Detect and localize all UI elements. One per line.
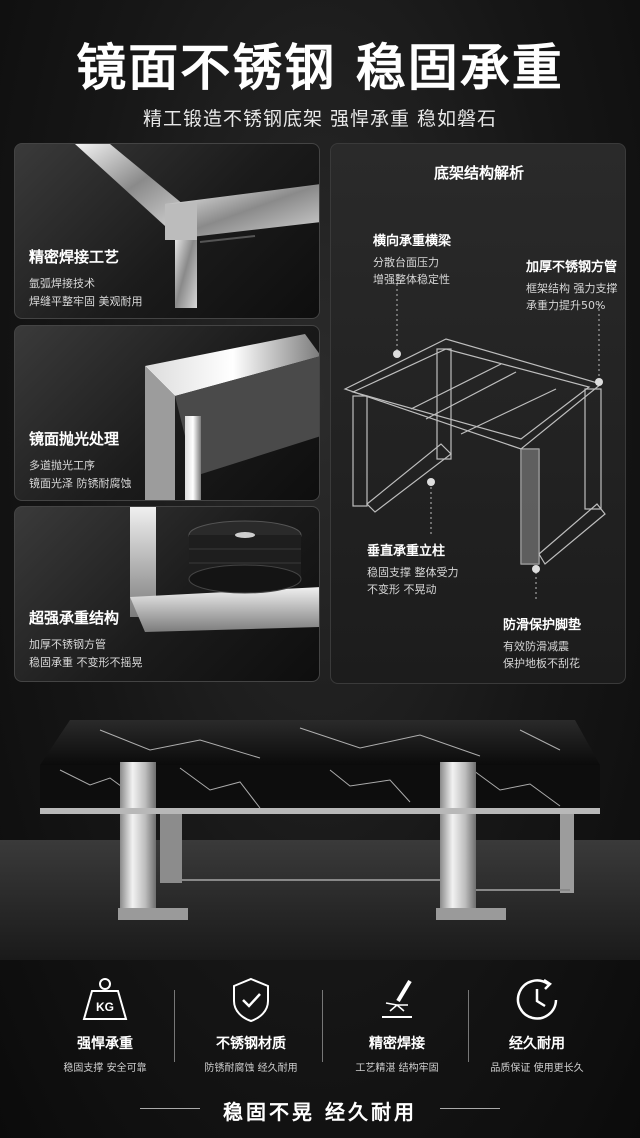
panel-line: 镜面光泽 防锈耐腐蚀	[29, 477, 132, 490]
feature-row: KG 强悍承重 稳固支撑 安全可靠 不锈钢材质 防锈耐腐蚀 经久耐用 精密焊接 …	[0, 975, 640, 1085]
feature-divider	[174, 990, 175, 1062]
panel-line: 多道抛光工序	[29, 459, 95, 472]
marble-table-photo	[0, 720, 640, 960]
callout-line: 保护地板不刮花	[503, 657, 580, 670]
callout-line: 增强整体稳定性	[373, 273, 450, 286]
feature-divider	[468, 990, 469, 1062]
panel-title: 精密焊接工艺	[29, 248, 120, 266]
frame-wireframe	[343, 274, 606, 599]
feature-desc: 稳固支撑 安全可靠	[63, 1063, 147, 1074]
feature-title: 不锈钢材质	[216, 1036, 286, 1052]
frame-structure-diagram: 底架结构解析	[330, 143, 626, 684]
page-subtitle: 精工锻造不锈钢底架 强悍承重 稳如磐石	[142, 108, 498, 130]
panel-line: 加厚不锈钢方管	[29, 638, 106, 651]
welding-torch-icon	[382, 979, 412, 1018]
weight-kg-icon: KG	[82, 978, 128, 1020]
feature-load: KG 强悍承重 稳固支撑 安全可靠	[30, 975, 180, 1074]
page-title: 镜面不锈钢 稳固承重	[76, 39, 564, 97]
feature-title: 经久耐用	[509, 1036, 565, 1052]
feature-welding: 精密焊接 工艺精湛 结构牢固	[322, 975, 472, 1074]
footer-line-left	[140, 1108, 200, 1109]
callout-title: 加厚不锈钢方管	[526, 260, 618, 275]
panel-line: 氩弧焊接技术	[29, 277, 95, 290]
panel-title: 超强承重结构	[29, 609, 120, 627]
weight-kg-label: KG	[96, 1000, 114, 1014]
callout-vertical-post: 垂直承重立柱 稳固支撑 整体受力 不变形 不晃动	[367, 540, 459, 598]
clock-icon	[516, 978, 558, 1020]
feature-durable: 经久耐用 品质保证 使用更长久	[462, 975, 612, 1074]
panel-title: 镜面抛光处理	[29, 430, 120, 448]
callout-foot-pad: 防滑保护脚垫 有效防滑减震 保护地板不刮花	[503, 614, 581, 672]
feature-stainless: 不锈钢材质 防锈耐腐蚀 经久耐用	[176, 975, 326, 1074]
callout-line: 稳固支撑 整体受力	[367, 566, 459, 579]
callout-title: 横向承重横梁	[373, 234, 452, 249]
shield-check-icon	[233, 977, 269, 1023]
footer-line-right	[440, 1108, 500, 1109]
panel-line: 焊缝平整牢固 美观耐用	[29, 295, 143, 308]
polishing-detail-panel: 镜面抛光处理 多道抛光工序 镜面光泽 防锈耐腐蚀	[14, 325, 320, 501]
callout-line: 不变形 不晃动	[367, 583, 437, 596]
polished-corner-photo	[145, 334, 319, 500]
load-bearing-panel: 超强承重结构 加厚不锈钢方管 稳固承重 不变形不摇晃	[14, 506, 320, 682]
callout-crossbeam: 横向承重横梁 分散台面压力 增强整体稳定性	[373, 230, 451, 288]
callout-line: 分散台面压力	[373, 256, 439, 269]
welded-corner-photo	[75, 144, 319, 308]
feature-desc: 品质保证 使用更长久	[490, 1063, 584, 1074]
callout-line: 有效防滑减震	[503, 640, 569, 653]
callout-line: 框架结构 强力支撑	[526, 282, 618, 295]
diagram-title: 底架结构解析	[433, 164, 524, 182]
feature-desc: 工艺精湛 结构牢固	[355, 1063, 439, 1074]
callout-square-tube: 加厚不锈钢方管 框架结构 强力支撑 承重力提升50%	[526, 256, 618, 314]
feature-title: 精密焊接	[369, 1036, 425, 1052]
footer-slogan: 稳固不晃 经久耐用	[223, 1100, 417, 1124]
panel-line: 稳固承重 不变形不摇晃	[29, 656, 143, 669]
welding-detail-panel: 精密焊接工艺 氩弧焊接技术 焊缝平整牢固 美观耐用	[14, 143, 320, 319]
callout-title: 垂直承重立柱	[367, 544, 446, 559]
feature-desc: 防锈耐腐蚀 经久耐用	[204, 1063, 298, 1074]
feature-divider	[322, 990, 323, 1062]
feature-title: 强悍承重	[77, 1036, 133, 1052]
callout-line: 承重力提升50%	[526, 299, 606, 312]
callout-title: 防滑保护脚垫	[503, 618, 582, 633]
weight-plates-photo	[130, 507, 319, 632]
